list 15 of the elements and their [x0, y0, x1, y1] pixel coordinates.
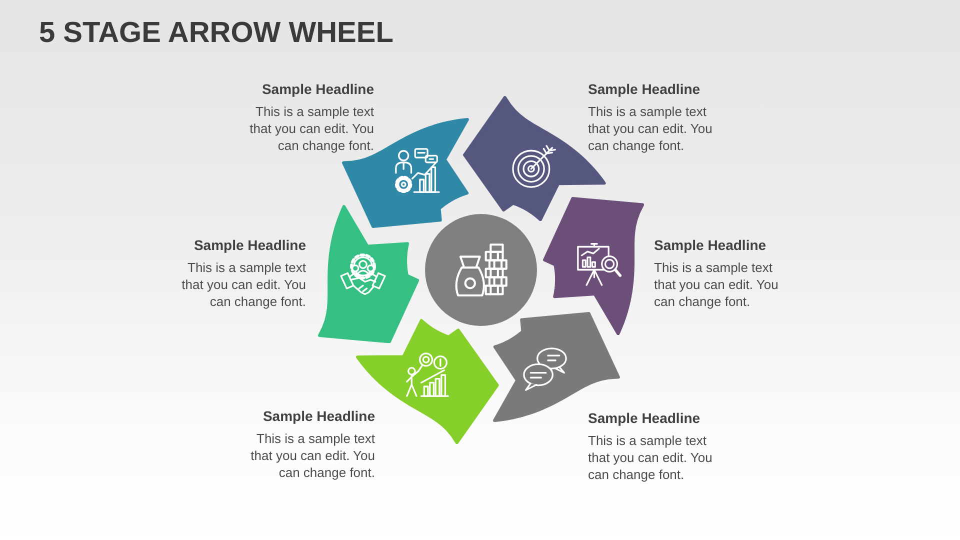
headline: Sample Headline: [588, 80, 700, 98]
body-text: This is a sample text that you can edit. You can change font.: [250, 430, 375, 481]
body-text: This is a sample text that you can edit. You can change font.: [588, 103, 714, 154]
headline: Sample Headline: [654, 236, 766, 254]
body-text: This is a sample text that you can edit. You can change font.: [588, 432, 714, 483]
headline: Sample Headline: [262, 80, 374, 98]
body-text: This is a sample text that you can edit. You can change font.: [248, 103, 374, 154]
body-text: This is a sample text that you can edit. You can change font.: [654, 259, 780, 310]
title: 5 STAGE ARROW WHEEL: [39, 16, 394, 50]
arrow-segment: [542, 197, 644, 336]
headline: Sample Headline: [588, 409, 700, 427]
arrow-segment: [318, 204, 420, 343]
body-text: This is a sample text that you can edit. You can change font.: [180, 259, 306, 310]
headline: Sample Headline: [262, 407, 375, 425]
headline: Sample Headline: [194, 236, 306, 254]
